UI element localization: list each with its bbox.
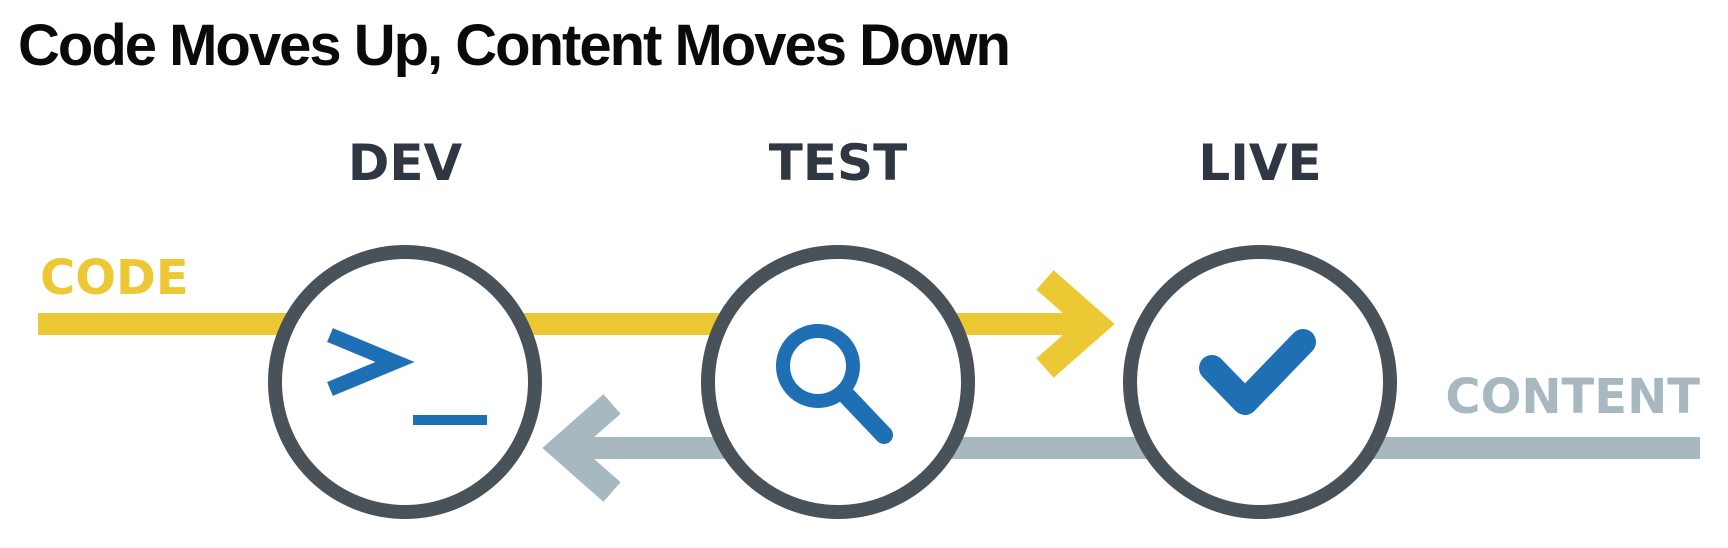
stage-label-dev: DEV: [348, 134, 463, 192]
stage-dev-circle: [268, 245, 542, 519]
code-flow-label: CODE: [40, 250, 189, 306]
content-flow-label: CONTENT: [1445, 369, 1700, 425]
content-flow-arrowhead: [542, 394, 621, 502]
page-title: Code Moves Up, Content Moves Down: [18, 13, 1011, 78]
terminal-prompt-icon: [327, 328, 487, 425]
stage-test-circle: [701, 245, 975, 519]
code-flow-arrowhead: [1036, 270, 1115, 378]
magnifier-icon: [776, 324, 893, 444]
stage-live: [1123, 245, 1397, 519]
checkmark-icon: [1199, 329, 1316, 415]
stage-test: [701, 245, 975, 519]
stage-label-test: TEST: [769, 134, 907, 192]
stage-label-live: LIVE: [1198, 134, 1321, 192]
stage-dev: [268, 245, 542, 519]
